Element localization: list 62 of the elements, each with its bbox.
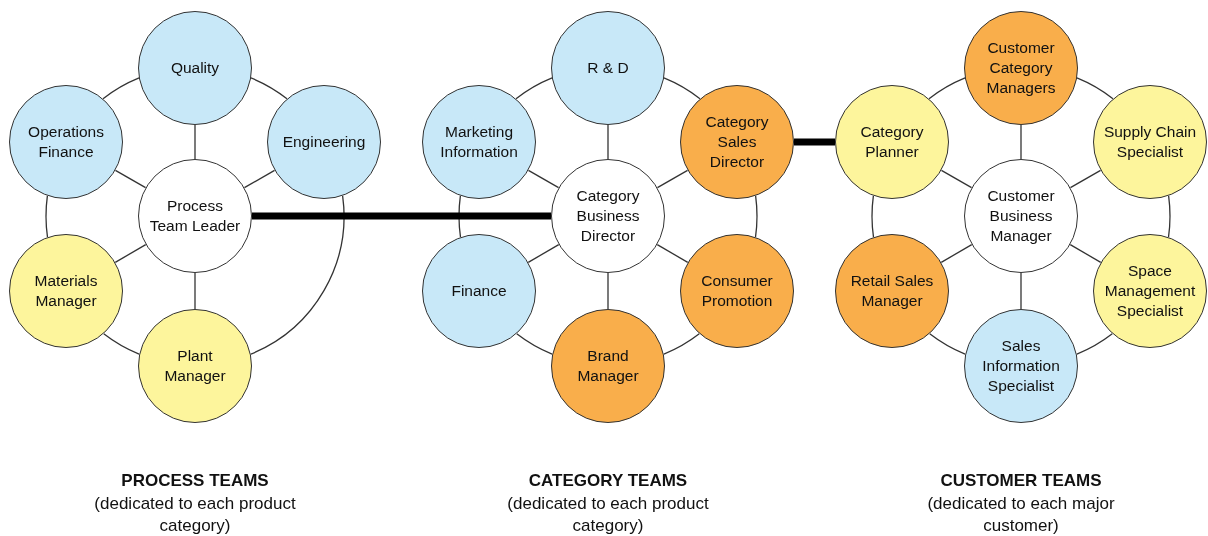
role-label: Category Sales Director	[704, 112, 770, 172]
role-label: Process Team Leader	[148, 196, 242, 236]
team-description: (dedicated to each product category)	[93, 493, 297, 536]
spoke-line	[194, 124, 196, 160]
ring-connector	[515, 77, 553, 100]
ring-connector	[250, 195, 345, 355]
role-label: Sales Information Specialist	[981, 336, 1061, 396]
ring-connector	[45, 195, 49, 238]
ring-connector	[929, 333, 966, 355]
ring-connector	[663, 77, 701, 100]
ring-connector	[1167, 195, 1171, 238]
spoke-line	[527, 169, 560, 189]
role-label: Space Management Specialist	[1103, 261, 1197, 321]
spoke-line	[1069, 169, 1102, 189]
role-label: R & D	[586, 58, 630, 78]
ring-connector	[102, 77, 140, 100]
role-label: Category Business Director	[575, 186, 641, 246]
ring-connector	[663, 333, 700, 355]
ring-connector	[928, 77, 966, 100]
spoke-line	[607, 272, 609, 310]
ring-connector	[1076, 333, 1113, 355]
spoke-line	[243, 169, 276, 189]
spoke-line	[1020, 124, 1022, 160]
role-label: Quality	[169, 58, 221, 78]
role-label: Plant Manager	[163, 346, 227, 386]
team-description: (dedicated to each product category)	[506, 493, 710, 536]
spoke-line	[114, 244, 147, 263]
spoke-line	[607, 124, 609, 160]
spoke-line	[527, 244, 560, 263]
role-label: Marketing Information	[439, 122, 519, 162]
team-heading: CATEGORY TEAMS	[527, 470, 689, 492]
role-label: Brand Manager	[576, 346, 640, 386]
role-label: Supply Chain Specialist	[1102, 122, 1198, 162]
thick-connector	[252, 212, 551, 220]
spoke-line	[194, 272, 196, 310]
spoke-line	[656, 169, 689, 189]
role-label: Customer Business Manager	[986, 186, 1056, 246]
spoke-line	[1020, 272, 1022, 310]
ring-connector	[871, 195, 875, 238]
role-label: Engineering	[281, 132, 367, 152]
spoke-line	[1069, 244, 1102, 263]
team-heading: CUSTOMER TEAMS	[939, 470, 1103, 492]
team-description: (dedicated to each major customer)	[926, 493, 1116, 536]
ring-connector	[250, 77, 288, 100]
thick-connector	[794, 138, 835, 146]
role-label: Customer Category Managers	[985, 38, 1057, 98]
role-label: Finance	[450, 281, 508, 301]
spoke-line	[940, 244, 973, 263]
spoke-line	[114, 169, 147, 189]
role-label: Materials Manager	[33, 271, 99, 311]
spoke-line	[940, 169, 973, 189]
spoke-line	[656, 244, 689, 263]
ring-connector	[458, 195, 462, 238]
ring-connector	[1076, 77, 1114, 100]
role-label: Consumer Promotion	[700, 271, 774, 311]
role-label: Retail Sales Manager	[849, 271, 935, 311]
role-label: Category Planner	[859, 122, 925, 162]
role-label: Operations Finance	[27, 122, 105, 162]
team-heading: PROCESS TEAMS	[120, 470, 270, 492]
ring-connector	[103, 333, 140, 355]
ring-connector	[754, 195, 758, 238]
ring-connector	[516, 333, 553, 355]
